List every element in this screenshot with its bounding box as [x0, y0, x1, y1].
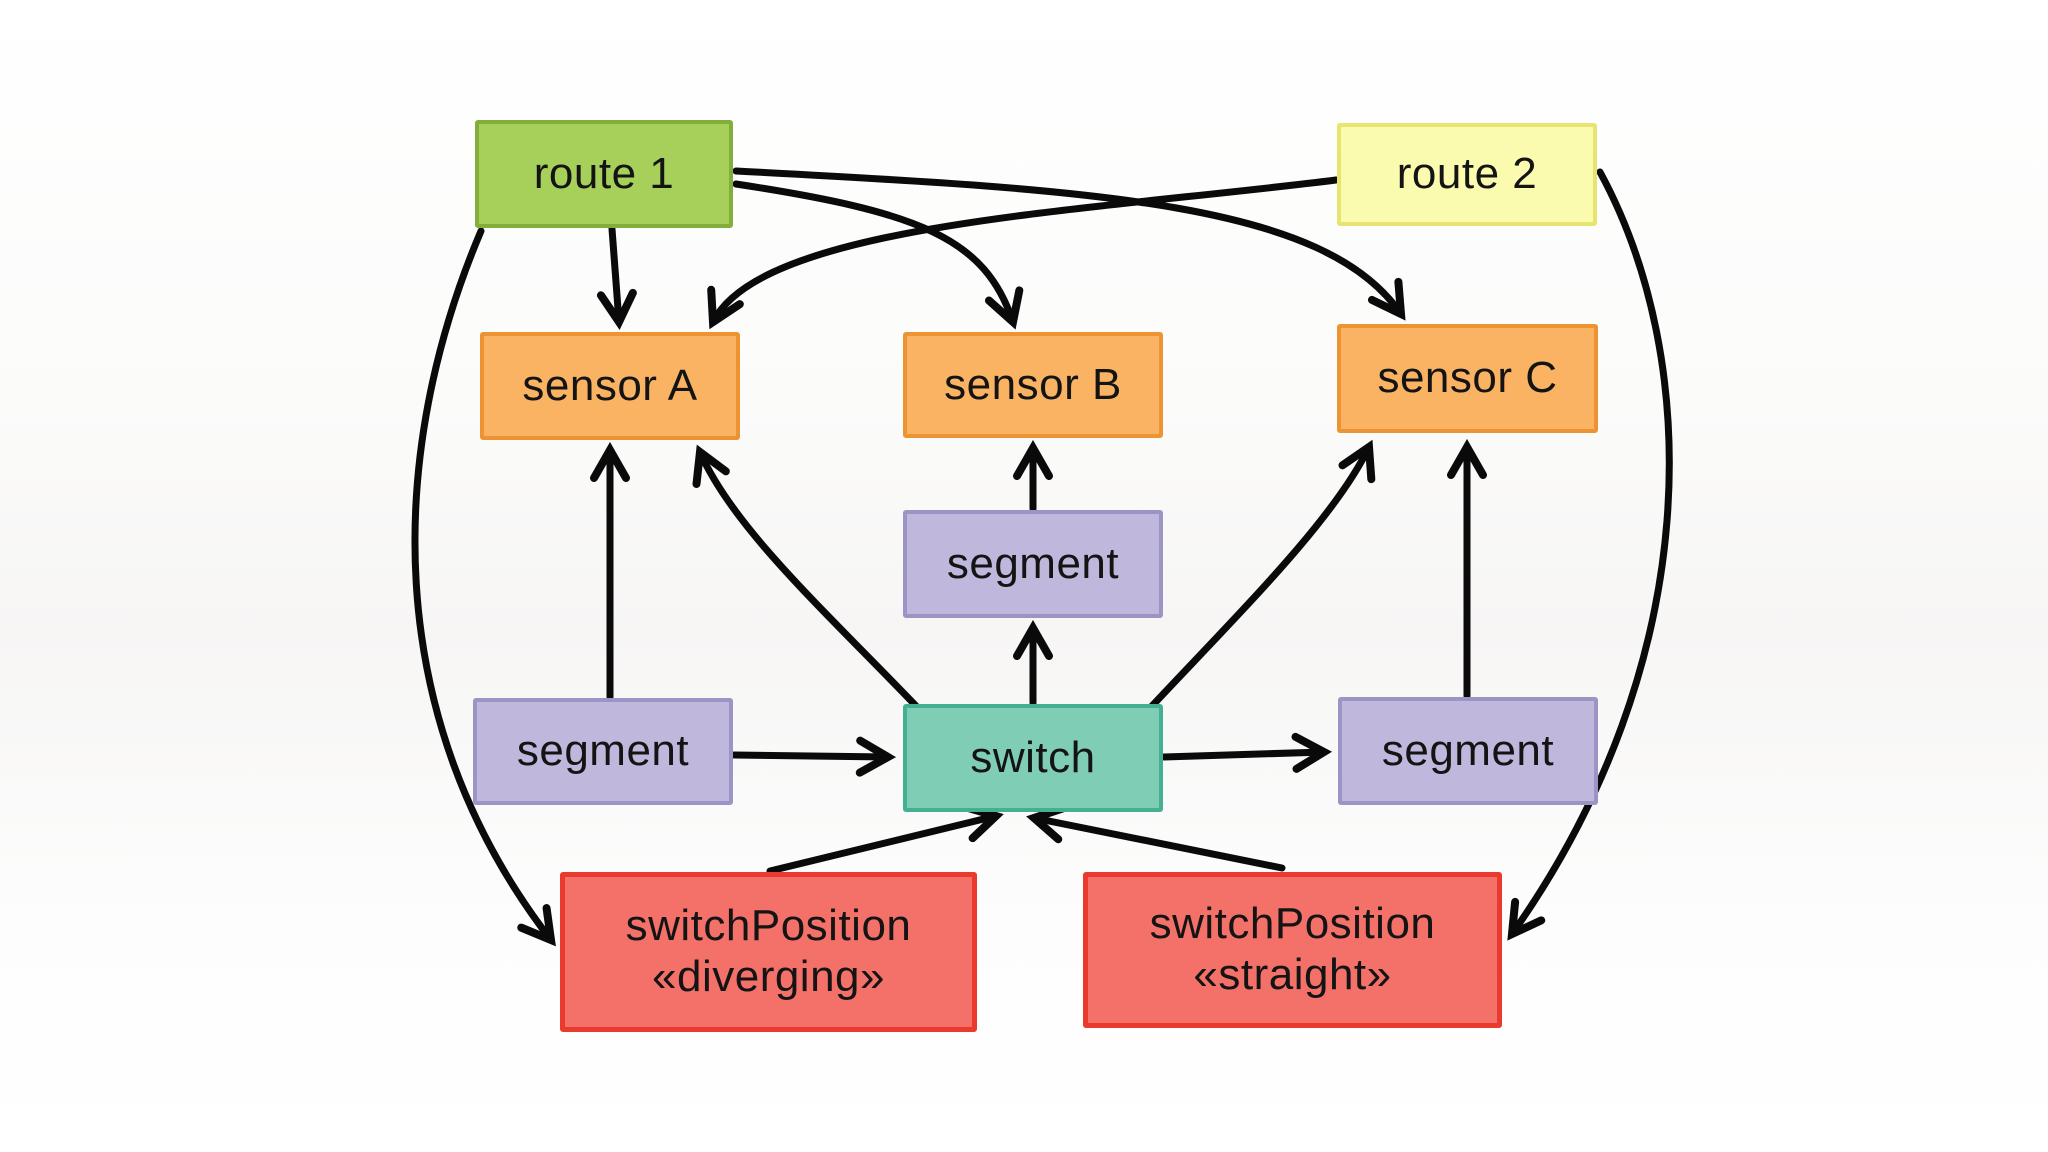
node-segment-middle: segment: [903, 510, 1163, 618]
edge-spStraight-switch: [1034, 818, 1286, 872]
node-sensor-a: sensor A: [480, 332, 740, 440]
node-segment-middle-label: segment: [946, 538, 1120, 588]
edge-route1-sensorC: [732, 167, 1401, 314]
node-sensor-b: sensor B: [903, 332, 1163, 438]
node-segment-right-label: segment: [1381, 725, 1555, 775]
node-segment-left-label: segment: [516, 726, 690, 776]
node-sensor-c: sensor C: [1337, 324, 1598, 433]
node-sensor-b-label: sensor B: [944, 359, 1122, 409]
edge-route1-sensorB: [732, 180, 1013, 322]
node-sensor-a-label: sensor A: [522, 360, 698, 410]
node-switch-position-straight-label: switchPosition: [1149, 899, 1436, 949]
node-route-1: route 1: [475, 120, 733, 228]
node-switch-label: switch: [970, 732, 1096, 782]
node-segment-right: segment: [1338, 697, 1598, 805]
edge-switch-sensorC: [1147, 447, 1369, 711]
edge-spDiverging-switch: [766, 816, 996, 875]
edge-route2-sensorA: [713, 176, 1340, 322]
edge-route2-spStraight: [1512, 168, 1673, 934]
node-route-1-label: route 1: [533, 148, 675, 198]
node-switch-position-diverging-stereotype: «diverging»: [652, 952, 885, 1001]
node-switch: switch: [903, 704, 1163, 812]
node-switch-position-straight-stereotype: «straight»: [1193, 950, 1392, 999]
node-route-2: route 2: [1337, 123, 1597, 226]
edge-switch-sensorA: [700, 452, 921, 711]
edge-switch-segmentRight: [1160, 752, 1324, 757]
edge-segmentLeft-switch: [730, 755, 888, 757]
node-route-2-label: route 2: [1396, 149, 1538, 199]
edge-route1-sensorA: [612, 225, 619, 322]
node-switch-position-diverging: switchPosition «diverging»: [560, 872, 977, 1032]
edge-route1-spDiverging: [411, 227, 551, 940]
node-segment-left: segment: [473, 698, 733, 805]
node-sensor-c-label: sensor C: [1377, 353, 1558, 403]
node-switch-position-straight: switchPosition «straight»: [1083, 872, 1502, 1028]
node-switch-position-diverging-label: switchPosition: [625, 901, 912, 951]
